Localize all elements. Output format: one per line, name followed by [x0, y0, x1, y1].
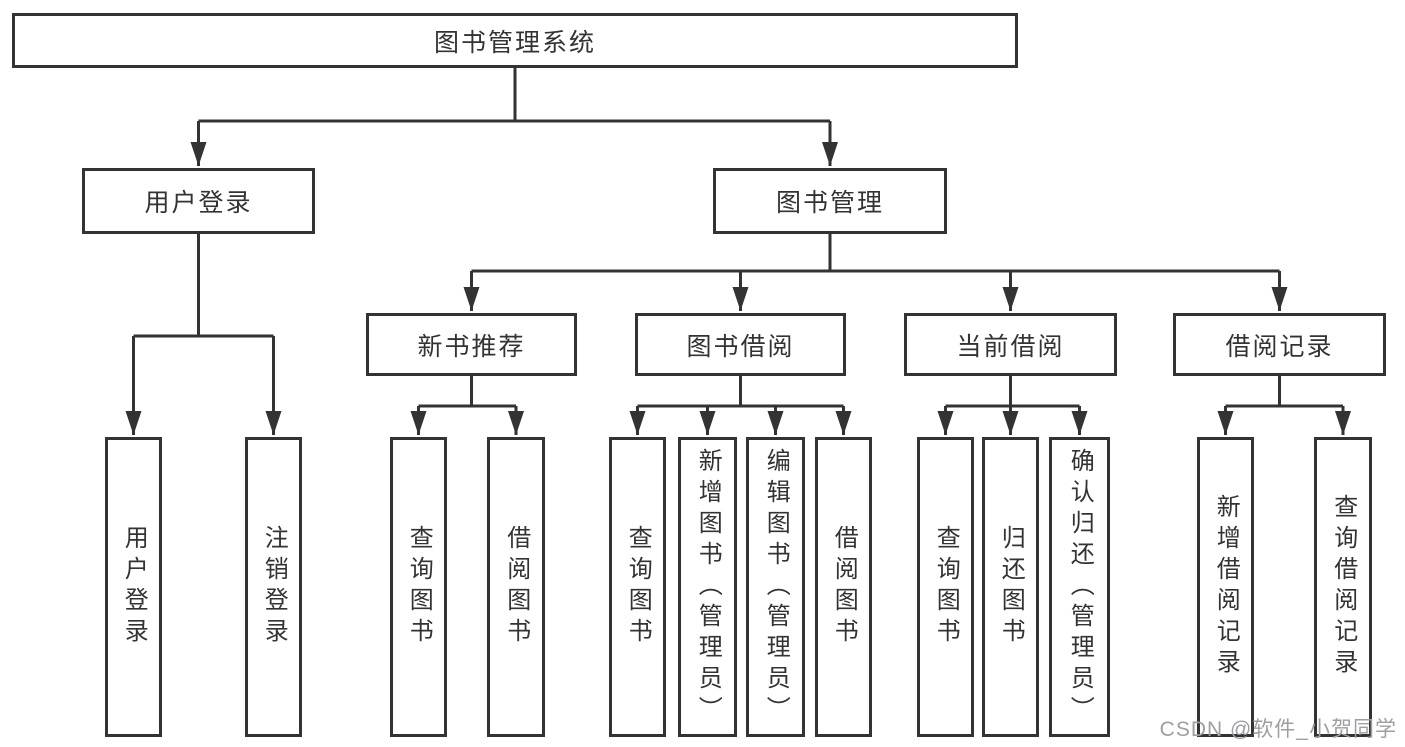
leaf-borrow-books: 借阅图书 [815, 437, 872, 737]
node-label: 用户登录 [144, 189, 253, 217]
leaf-logout: 注销登录 [245, 437, 302, 737]
node-label: 新增图书（管理员） [694, 447, 722, 727]
node-label: 新书推荐 [417, 332, 526, 361]
node-label: 新增借阅记录 [1212, 494, 1240, 680]
connector-curborrow-to-leaves [945, 376, 1080, 408]
node-label: 查询图书 [932, 525, 960, 649]
node-label: 图书管理 [775, 189, 884, 217]
node-label: 用户登录 [120, 525, 148, 649]
connector-root-to-level2 [198, 68, 830, 123]
connector-borrowrec-to-leaves [1225, 376, 1343, 408]
node-label: 借阅图书 [830, 525, 858, 649]
leaf-return-books: 归还图书 [982, 437, 1039, 737]
node-label: 查询图书 [624, 525, 652, 649]
connector-bookborrow-to-leaves [637, 376, 844, 408]
node-label: 注销登录 [260, 525, 288, 649]
csdn-watermark: CSDN @软件_小贺同学 [1159, 718, 1397, 741]
node-new-book-recommendation: 新书推荐 [366, 313, 577, 376]
node-label: 查询借阅记录 [1329, 494, 1357, 680]
leaf-query-books: 查询图书 [917, 437, 974, 737]
connector-newbook-to-leaves [418, 376, 516, 408]
node-book-management: 图书管理 [713, 168, 947, 234]
leaf-confirm-return-admin: 确认归还（管理员） [1049, 437, 1110, 737]
node-book-borrowing: 图书借阅 [635, 313, 846, 376]
node-library-management-system: 图书管理系统 [12, 13, 1018, 68]
leaf-add-book-admin: 新增图书（管理员） [678, 437, 737, 737]
node-label: 图书管理系统 [433, 28, 596, 57]
leaf-borrow-books: 借阅图书 [487, 437, 545, 737]
leaf-query-books: 查询图书 [609, 437, 666, 737]
node-label: 编辑图书（管理员） [762, 447, 790, 727]
leaf-edit-book-admin: 编辑图书（管理员） [746, 437, 805, 737]
node-user-login: 用户登录 [82, 168, 315, 234]
node-label: 图书借阅 [686, 332, 795, 361]
node-label: 确认归还（管理员） [1066, 447, 1094, 727]
node-label: 当前借阅 [956, 332, 1065, 361]
leaf-query-books: 查询图书 [390, 437, 447, 737]
node-current-borrowing: 当前借阅 [904, 313, 1117, 376]
node-label: 借阅记录 [1225, 332, 1334, 361]
connector-bookmgmt-to-level3 [471, 234, 1280, 273]
node-label: 归还图书 [997, 525, 1025, 649]
node-borrowing-records: 借阅记录 [1173, 313, 1386, 376]
leaf-add-borrow-record: 新增借阅记录 [1197, 437, 1254, 737]
node-label: 查询图书 [405, 525, 433, 649]
connector-userlogin-to-leaves [133, 234, 274, 338]
leaf-user-login: 用户登录 [105, 437, 162, 737]
leaf-query-borrow-record: 查询借阅记录 [1314, 437, 1372, 737]
node-label: 借阅图书 [502, 525, 530, 649]
